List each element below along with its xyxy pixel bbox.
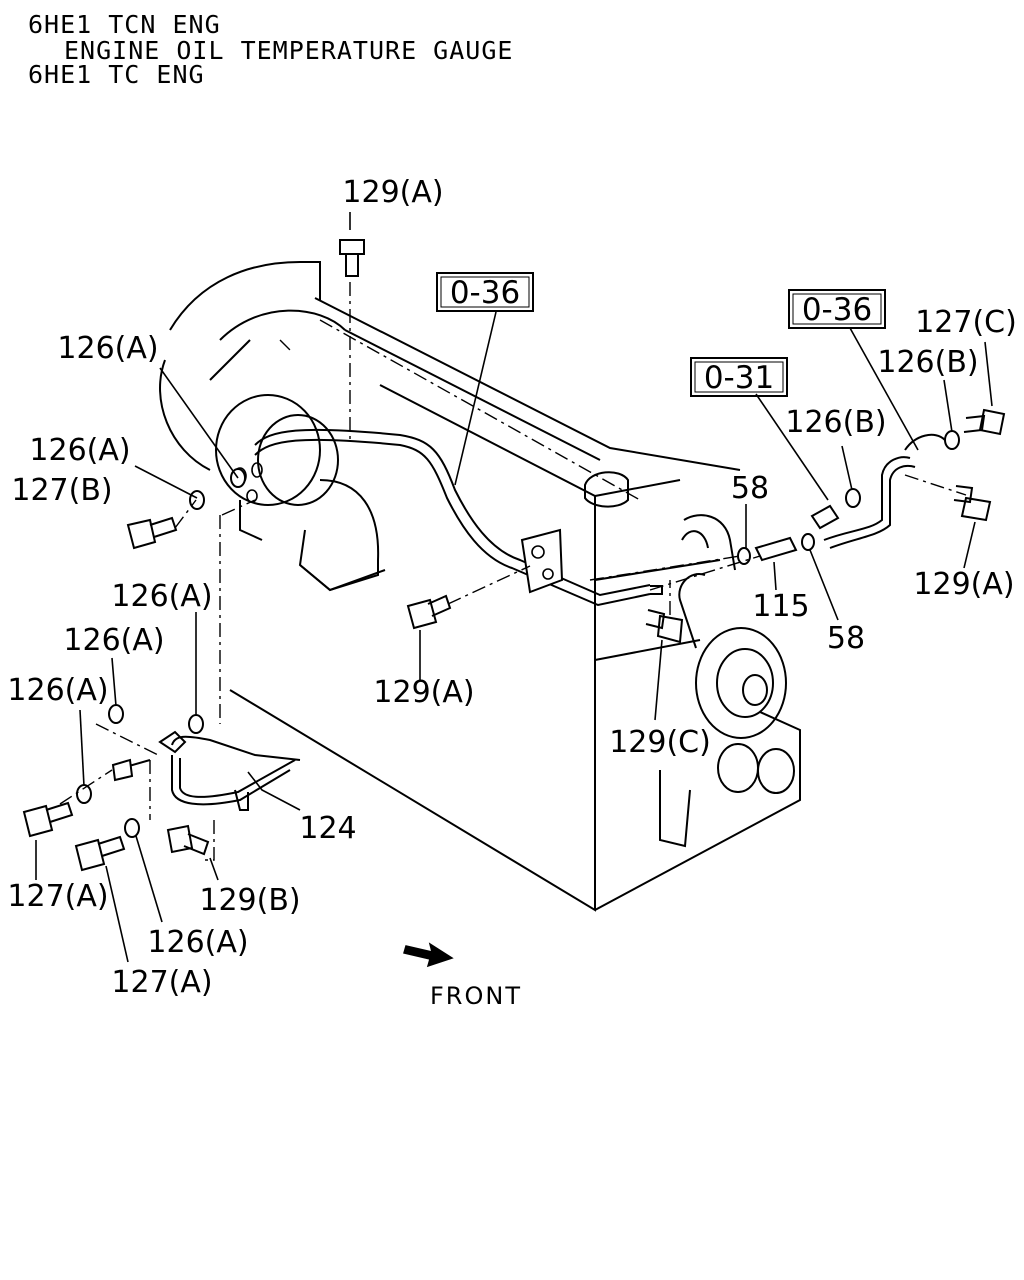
callout-126a-1: 126(A)	[57, 331, 158, 366]
washer-126a-4	[108, 704, 124, 724]
bolt-129a-top	[339, 239, 365, 255]
leader-lines	[35, 212, 993, 963]
front-label: FRONT	[430, 982, 522, 1010]
callout-124: 124	[299, 811, 356, 846]
engine-block	[159, 261, 801, 912]
washer-126b-1	[845, 488, 861, 508]
turbocharger	[215, 394, 386, 592]
header-line-1: 6HE1 TCN ENG	[28, 10, 221, 39]
callout-127c: 127(C)	[915, 305, 1017, 340]
callout-126b-2: 126(B)	[877, 345, 978, 380]
oil-pipe	[254, 428, 663, 607]
pipe-bracket-flange	[520, 528, 564, 594]
callout-115: 115	[752, 589, 809, 624]
ref-label-036-a: 0-36	[450, 275, 520, 311]
front-arrow-icon	[403, 942, 454, 968]
callout-126a-5: 126(A)	[7, 673, 108, 708]
ref-label-036-b: 0-36	[802, 292, 872, 328]
bolt-129c	[656, 614, 684, 644]
washer-126a-6	[124, 818, 140, 838]
callout-126a-4: 126(A)	[63, 623, 164, 658]
callout-129c: 129(C)	[609, 725, 711, 760]
callout-129b: 129(B)	[199, 883, 300, 918]
callout-127b: 127(B)	[11, 473, 112, 508]
callout-58-a: 58	[731, 471, 769, 506]
bolt-127b	[126, 518, 157, 550]
assembly-lines	[59, 282, 967, 861]
callout-58-b: 58	[827, 621, 865, 656]
washer-126a-3	[188, 714, 204, 734]
header-line-3: 6HE1 TC ENG	[28, 60, 205, 89]
bolt-127a-2	[74, 838, 106, 872]
callout-129a-top: 129(A)	[342, 175, 443, 210]
callout-126a-3: 126(A)	[111, 579, 212, 614]
front-indicator: FRONT	[403, 942, 522, 1010]
bolt-129b	[166, 824, 194, 854]
callout-labels: 129(A) 126(A) 126(A) 127(B) 126(A) 126(A…	[7, 175, 1016, 1000]
callout-129a-right: 129(A)	[913, 567, 1014, 602]
bolt-129a-mid	[406, 598, 438, 630]
washer-126b-2	[944, 430, 960, 450]
hardware	[22, 239, 1006, 872]
callout-126b-1: 126(B)	[785, 405, 886, 440]
pipe-124	[111, 730, 301, 811]
callout-127a-1: 127(A)	[7, 879, 108, 914]
header-line-2: ENGINE OIL TEMPERATURE GAUGE	[64, 36, 514, 65]
bolt-129a-right	[960, 496, 992, 522]
reference-boxes: 0-36 0-31 0-36	[436, 272, 886, 397]
ref-box-036-b	[788, 289, 886, 329]
callout-126a-2: 126(A)	[29, 433, 130, 468]
bolt-127a-1	[22, 804, 54, 838]
ref-box-031	[690, 357, 788, 397]
ref-box-036-a	[436, 272, 534, 312]
callout-129a-mid: 129(A)	[373, 675, 474, 710]
callout-127a-2: 127(A)	[111, 965, 212, 1000]
ref-label-031: 0-31	[704, 360, 774, 396]
callout-126a-6: 126(A)	[147, 925, 248, 960]
hose-115	[737, 433, 946, 565]
bolt-127c	[978, 408, 1006, 436]
